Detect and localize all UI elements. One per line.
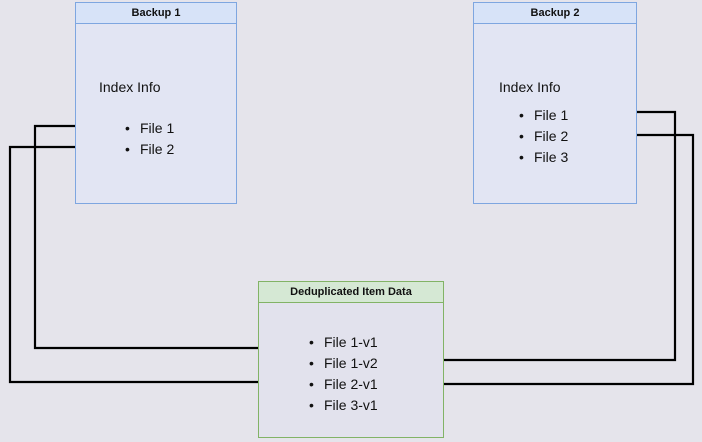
- backup-1-header: Backup 1: [76, 3, 236, 24]
- list-item[interactable]: File 2: [519, 126, 568, 147]
- backup-1-file-list: File 1 File 2: [125, 118, 174, 160]
- list-item[interactable]: File 3-v1: [309, 395, 378, 416]
- backup-2-body: Index Info File 1 File 2 File 3: [474, 24, 636, 203]
- list-item[interactable]: File 1: [519, 105, 568, 126]
- backup-2-file-list: File 1 File 2 File 3: [519, 105, 568, 168]
- backup-1-box[interactable]: Backup 1 Index Info File 1 File 2: [75, 2, 237, 204]
- list-item[interactable]: File 2-v1: [309, 374, 378, 395]
- list-item[interactable]: File 1: [125, 118, 174, 139]
- list-item[interactable]: File 2: [125, 139, 174, 160]
- backup-2-index-info-label: Index Info: [499, 79, 561, 95]
- list-item[interactable]: File 1-v1: [309, 332, 378, 353]
- list-item[interactable]: File 1-v2: [309, 353, 378, 374]
- backup-2-box[interactable]: Backup 2 Index Info File 1 File 2 File 3: [473, 2, 637, 204]
- deduplicated-item-data-header: Deduplicated Item Data: [259, 282, 443, 303]
- deduplicated-file-list: File 1-v1 File 1-v2 File 2-v1 File 3-v1: [309, 332, 378, 416]
- deduplicated-item-data-body: File 1-v1 File 1-v2 File 2-v1 File 3-v1: [259, 303, 443, 437]
- list-item[interactable]: File 3: [519, 147, 568, 168]
- backup-2-header: Backup 2: [474, 3, 636, 24]
- deduplicated-item-data-box[interactable]: Deduplicated Item Data File 1-v1 File 1-…: [258, 281, 444, 438]
- backup-1-body: Index Info File 1 File 2: [76, 24, 236, 203]
- backup-1-index-info-label: Index Info: [99, 79, 161, 95]
